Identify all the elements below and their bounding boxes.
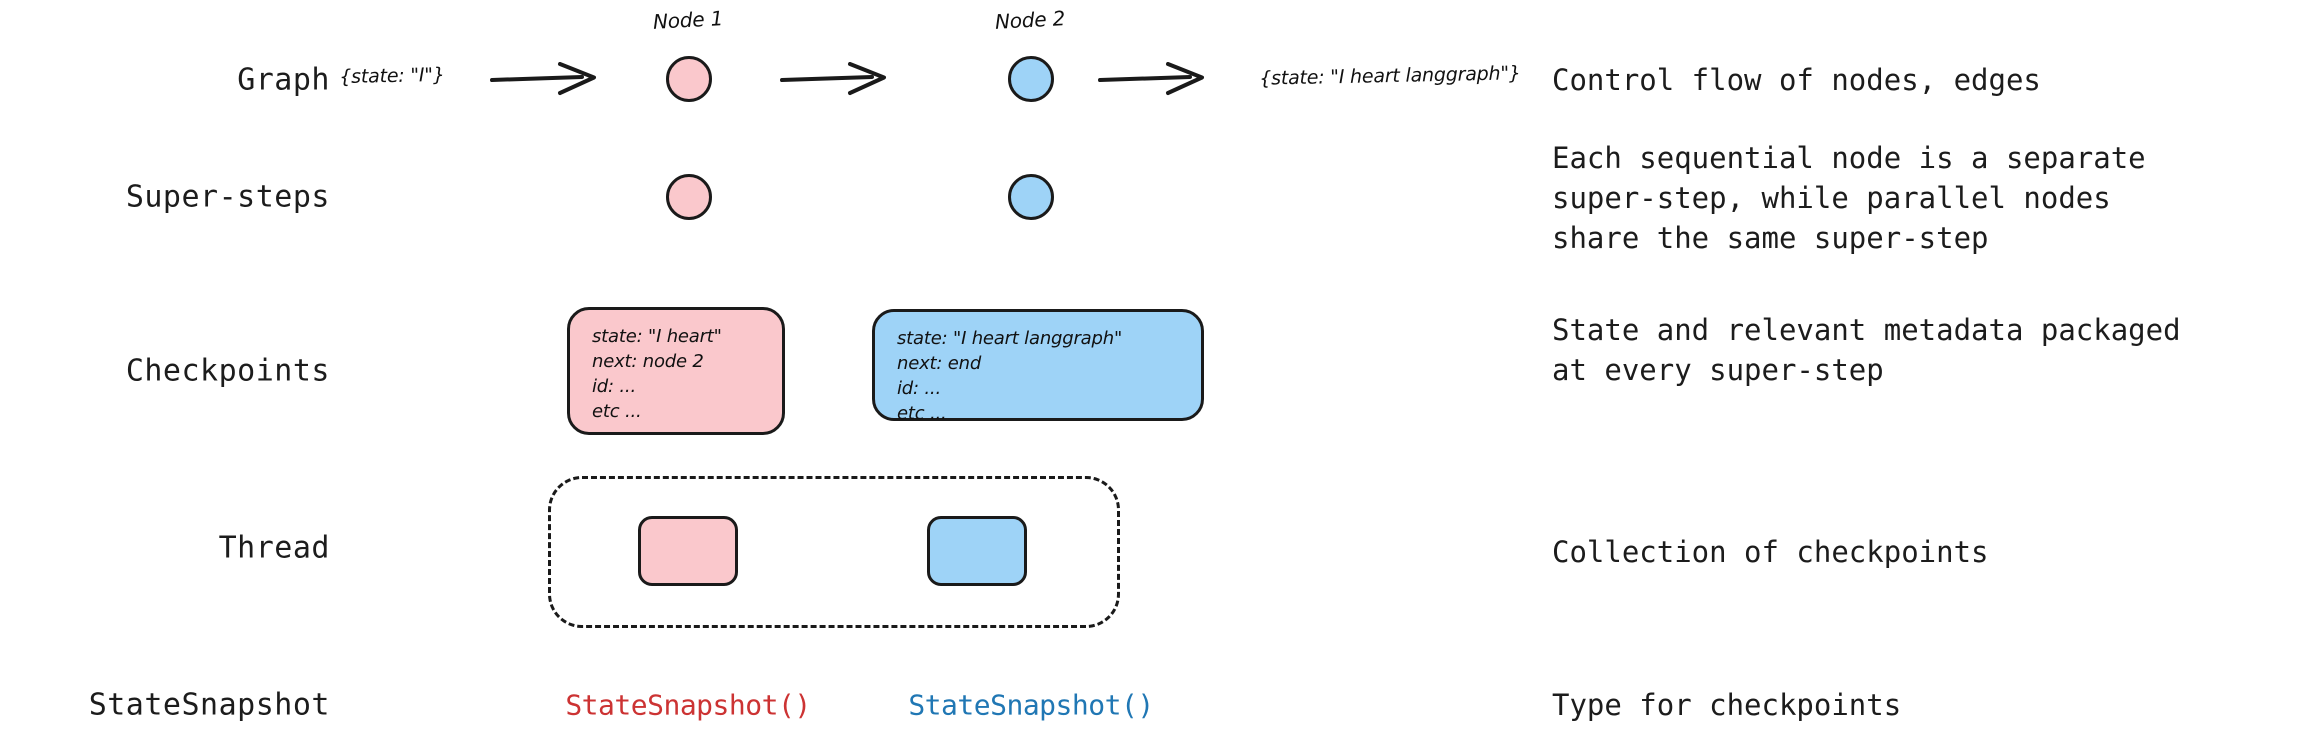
row-label-super-steps: Super-steps	[125, 179, 330, 215]
checkpoint-blue-line-3: id: ...	[897, 378, 941, 399]
description-graph: Control flow of nodes, edges	[1552, 63, 2041, 97]
thread-checkpoint-pink[interactable]	[638, 516, 738, 586]
checkpoint-pink-line-3: id: ...	[592, 376, 636, 397]
statesnapshot-label-blue[interactable]: StateSnapshot()	[908, 688, 1154, 722]
graph-node-2[interactable]	[1008, 56, 1054, 102]
node-2-caption: Node 2	[994, 6, 1066, 34]
description-statesnapshot: Type for checkpoints	[1552, 688, 1902, 722]
checkpoint-pink-line-4: etc ...	[592, 401, 642, 422]
checkpoint-blue-line-2: next: end	[897, 353, 982, 374]
checkpoint-blue-line-1: state: "I heart langgraph"	[897, 328, 1123, 349]
description-super-steps: Each sequential node is a separate super…	[1552, 141, 2146, 255]
thread-container[interactable]	[548, 476, 1120, 628]
row-label-statesnapshot: StateSnapshot	[88, 687, 330, 723]
checkpoint-pink-line-2: next: node 2	[592, 351, 704, 372]
edge-arrow-2	[780, 62, 886, 95]
edge-arrow-3	[1098, 62, 1204, 95]
node-1-caption: Node 1	[652, 6, 724, 34]
checkpoint-card-blue[interactable]: state: "I heart langgraph" next: end id:…	[872, 309, 1204, 424]
row-label-checkpoints: Checkpoints	[125, 353, 330, 389]
graph-node-1[interactable]	[666, 56, 712, 102]
edge-arrow-1	[490, 62, 596, 95]
super-step-node-2[interactable]	[1008, 174, 1054, 220]
checkpoint-pink-line-1: state: "I heart"	[592, 326, 722, 347]
graph-input-state-label: {state: "I"}	[339, 63, 445, 89]
statesnapshot-label-pink[interactable]: StateSnapshot()	[565, 688, 811, 722]
graph-output-state-label: {state: "I heart langgraph"}	[1259, 62, 1521, 90]
row-label-graph: Graph	[237, 62, 330, 98]
thread-checkpoint-blue[interactable]	[927, 516, 1027, 586]
super-step-node-1[interactable]	[666, 174, 712, 220]
checkpoint-blue-line-4: etc ...	[897, 403, 947, 424]
row-label-thread: Thread	[218, 530, 330, 566]
description-thread: Collection of checkpoints	[1552, 535, 1989, 569]
description-checkpoints: State and relevant metadata packaged at …	[1552, 313, 2181, 387]
checkpoint-card-pink[interactable]: state: "I heart" next: node 2 id: ... et…	[567, 307, 785, 435]
